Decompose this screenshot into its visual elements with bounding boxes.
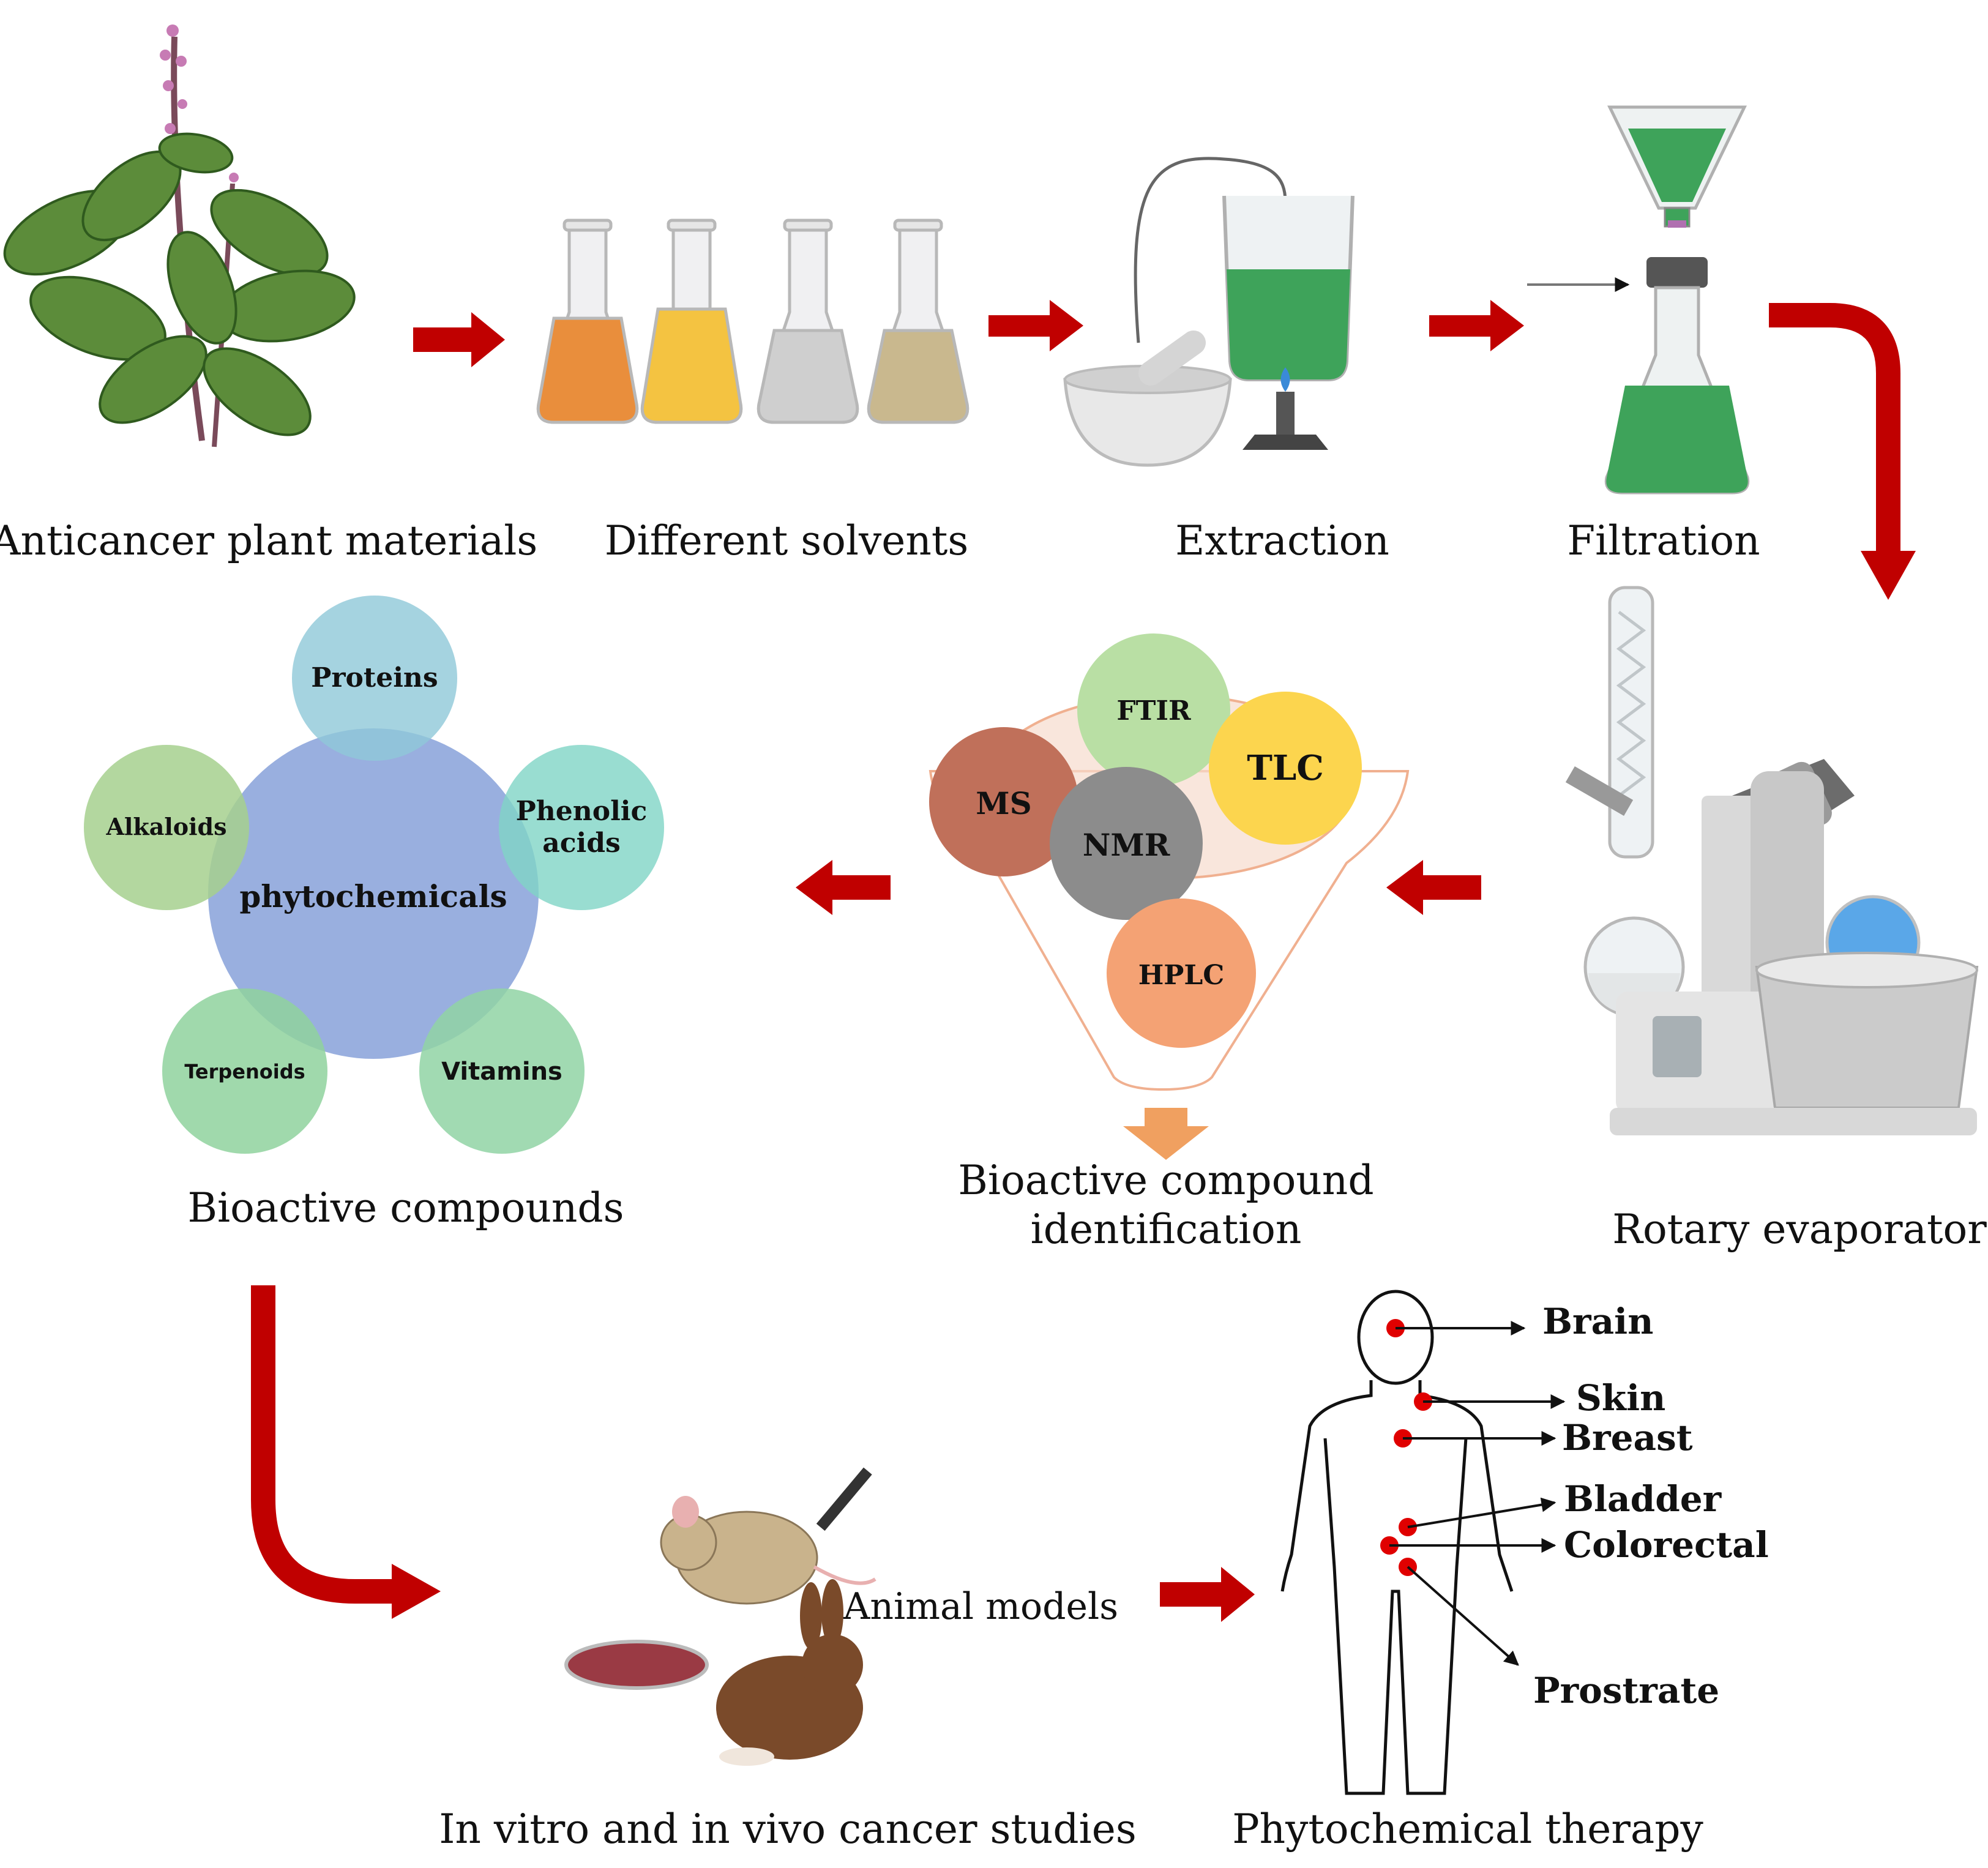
flask-grey: [757, 219, 859, 424]
arrow-extraction-to-filtration: [1429, 300, 1524, 351]
terpenoids-circle: [162, 988, 327, 1154]
tlc-label: TLC: [1247, 748, 1324, 788]
solvent-flasks: [536, 219, 970, 424]
organ-label-breast: Breast: [1562, 1417, 1693, 1459]
arrow-studies-to-therapy: [1160, 1567, 1255, 1622]
animal-models-illustration: [564, 1467, 876, 1766]
organ-label-colorectal: Colorectal: [1564, 1524, 1769, 1566]
extraction-illustration: [1063, 157, 1355, 467]
arrow-bioactive-to-studies: [251, 1285, 392, 1604]
ftir-label: FTIR: [1116, 695, 1191, 727]
ms-circle: [929, 727, 1078, 876]
identification-funnel: FTIR TLC MS NMR HPLC: [929, 633, 1410, 1160]
arrow-identification-to-bioactive: [796, 860, 891, 915]
syringe-icon: [816, 1467, 872, 1531]
ftir-circle: [1077, 633, 1230, 786]
proteins-circle: [292, 596, 457, 761]
terpenoids-label: Terpenoids: [184, 1060, 305, 1083]
organ-label-prostrate: Prostrate: [1533, 1670, 1720, 1711]
proteins-label: Proteins: [311, 662, 438, 693]
alkaloids-circle: [84, 745, 249, 910]
arrow-solvents-to-extraction: [988, 300, 1083, 351]
plant-materials-label: Anticancer plant materials: [0, 517, 538, 564]
rotary-evaporator-illustration: [1565, 586, 1979, 1135]
animal-models-label: Animal models: [843, 1585, 1119, 1628]
hplc-label: HPLC: [1138, 960, 1225, 991]
vitamins-label: Vitamins: [441, 1058, 562, 1086]
plant-illustration: [3, 24, 356, 447]
alkaloids-label: Alkaloids: [105, 813, 226, 840]
organ-markers: [1380, 1319, 1566, 1666]
tlc-circle: [1209, 692, 1362, 845]
ms-label: MS: [976, 785, 1031, 821]
identification-label-line2: identification: [1030, 1206, 1302, 1253]
filtration-illustration: [1527, 105, 1750, 495]
phenolic-label: Phenolic: [516, 796, 648, 827]
funnel-output-arrow: [1123, 1108, 1209, 1160]
flask-yellow: [640, 219, 743, 424]
petri-dish-icon: [564, 1640, 709, 1690]
flow-arrows: [413, 300, 1524, 1622]
rotary-evaporator-label: Rotary evaporator: [1612, 1206, 1987, 1253]
curved-flow-arrows: [251, 303, 1916, 1619]
arrow-filtration-to-rotary: [1769, 303, 1900, 551]
organ-label-bladder: Bladder: [1564, 1478, 1722, 1520]
identification-label-line1: Bioactive compound: [958, 1157, 1374, 1204]
extraction-label: Extraction: [1175, 517, 1389, 564]
filtration-label: Filtration: [1567, 517, 1760, 564]
phytochemical-therapy-label: Phytochemical therapy: [1232, 1806, 1703, 1853]
phytochemicals-center-circle: [208, 728, 539, 1059]
different-solvents-label: Different solvents: [604, 517, 969, 564]
acids-label: acids: [542, 828, 621, 859]
nmr-circle: [1050, 767, 1203, 920]
flask-tan: [867, 219, 970, 424]
organ-label-skin: Skin: [1576, 1377, 1666, 1419]
phenolic-circle: [499, 745, 664, 910]
organ-label-brain: Brain: [1542, 1301, 1654, 1342]
phytochemicals-cluster: phytochemicals Proteins Phenolic acids V…: [84, 596, 664, 1154]
hplc-circle: [1107, 899, 1256, 1048]
arrow-rotary-to-identification: [1386, 860, 1481, 915]
flask-orange: [536, 219, 639, 424]
vitamins-circle: [419, 988, 585, 1154]
bioactive-compounds-label: Bioactive compounds: [187, 1184, 624, 1231]
cancer-studies-label: In vitro and in vivo cancer studies: [439, 1806, 1137, 1853]
arrow-plant-to-solvents: [413, 312, 505, 367]
human-body-outline: [1280, 1290, 1514, 1795]
nmr-label: NMR: [1083, 827, 1170, 863]
phytochemicals-label: phytochemicals: [239, 878, 507, 914]
